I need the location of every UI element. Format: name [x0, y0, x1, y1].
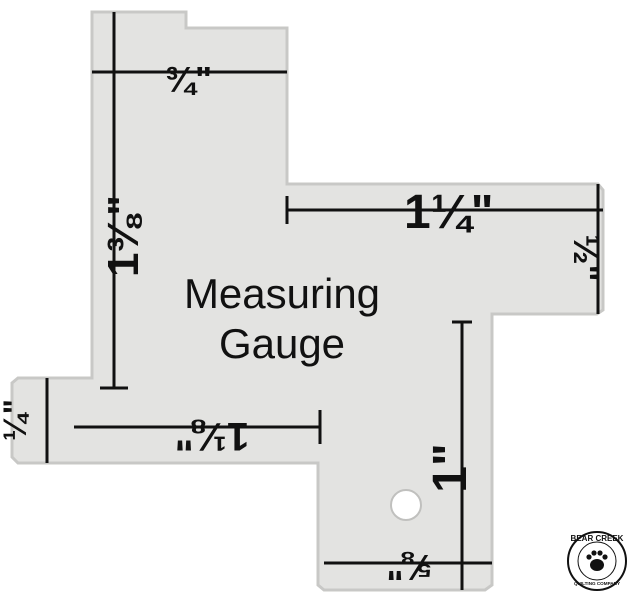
- title-line-2: Gauge: [219, 320, 345, 367]
- paw-icon: [586, 550, 608, 571]
- label-one-one-eighth: 1⅛": [175, 414, 250, 458]
- logo-text-bottom: QUILTING COMPANY: [574, 581, 620, 586]
- logo-text-top: BEAR CREEK: [571, 534, 624, 543]
- hanging-hole: [390, 489, 422, 521]
- label-three-quarter: ¾": [165, 59, 212, 100]
- ruler-body: [10, 10, 605, 592]
- label-one-three-eighths: 1⅜": [99, 195, 148, 277]
- label-one-quarter: ¼": [0, 399, 33, 441]
- label-five-eighths: ⅝": [386, 547, 433, 588]
- label-one: 1": [424, 443, 477, 492]
- label-one-half: ½": [566, 234, 607, 281]
- label-one-quarter-long: 1¼": [404, 186, 493, 239]
- brand-logo: BEAR CREEK QUILTING COMPANY: [567, 531, 627, 591]
- title-line-1: Measuring: [184, 270, 380, 317]
